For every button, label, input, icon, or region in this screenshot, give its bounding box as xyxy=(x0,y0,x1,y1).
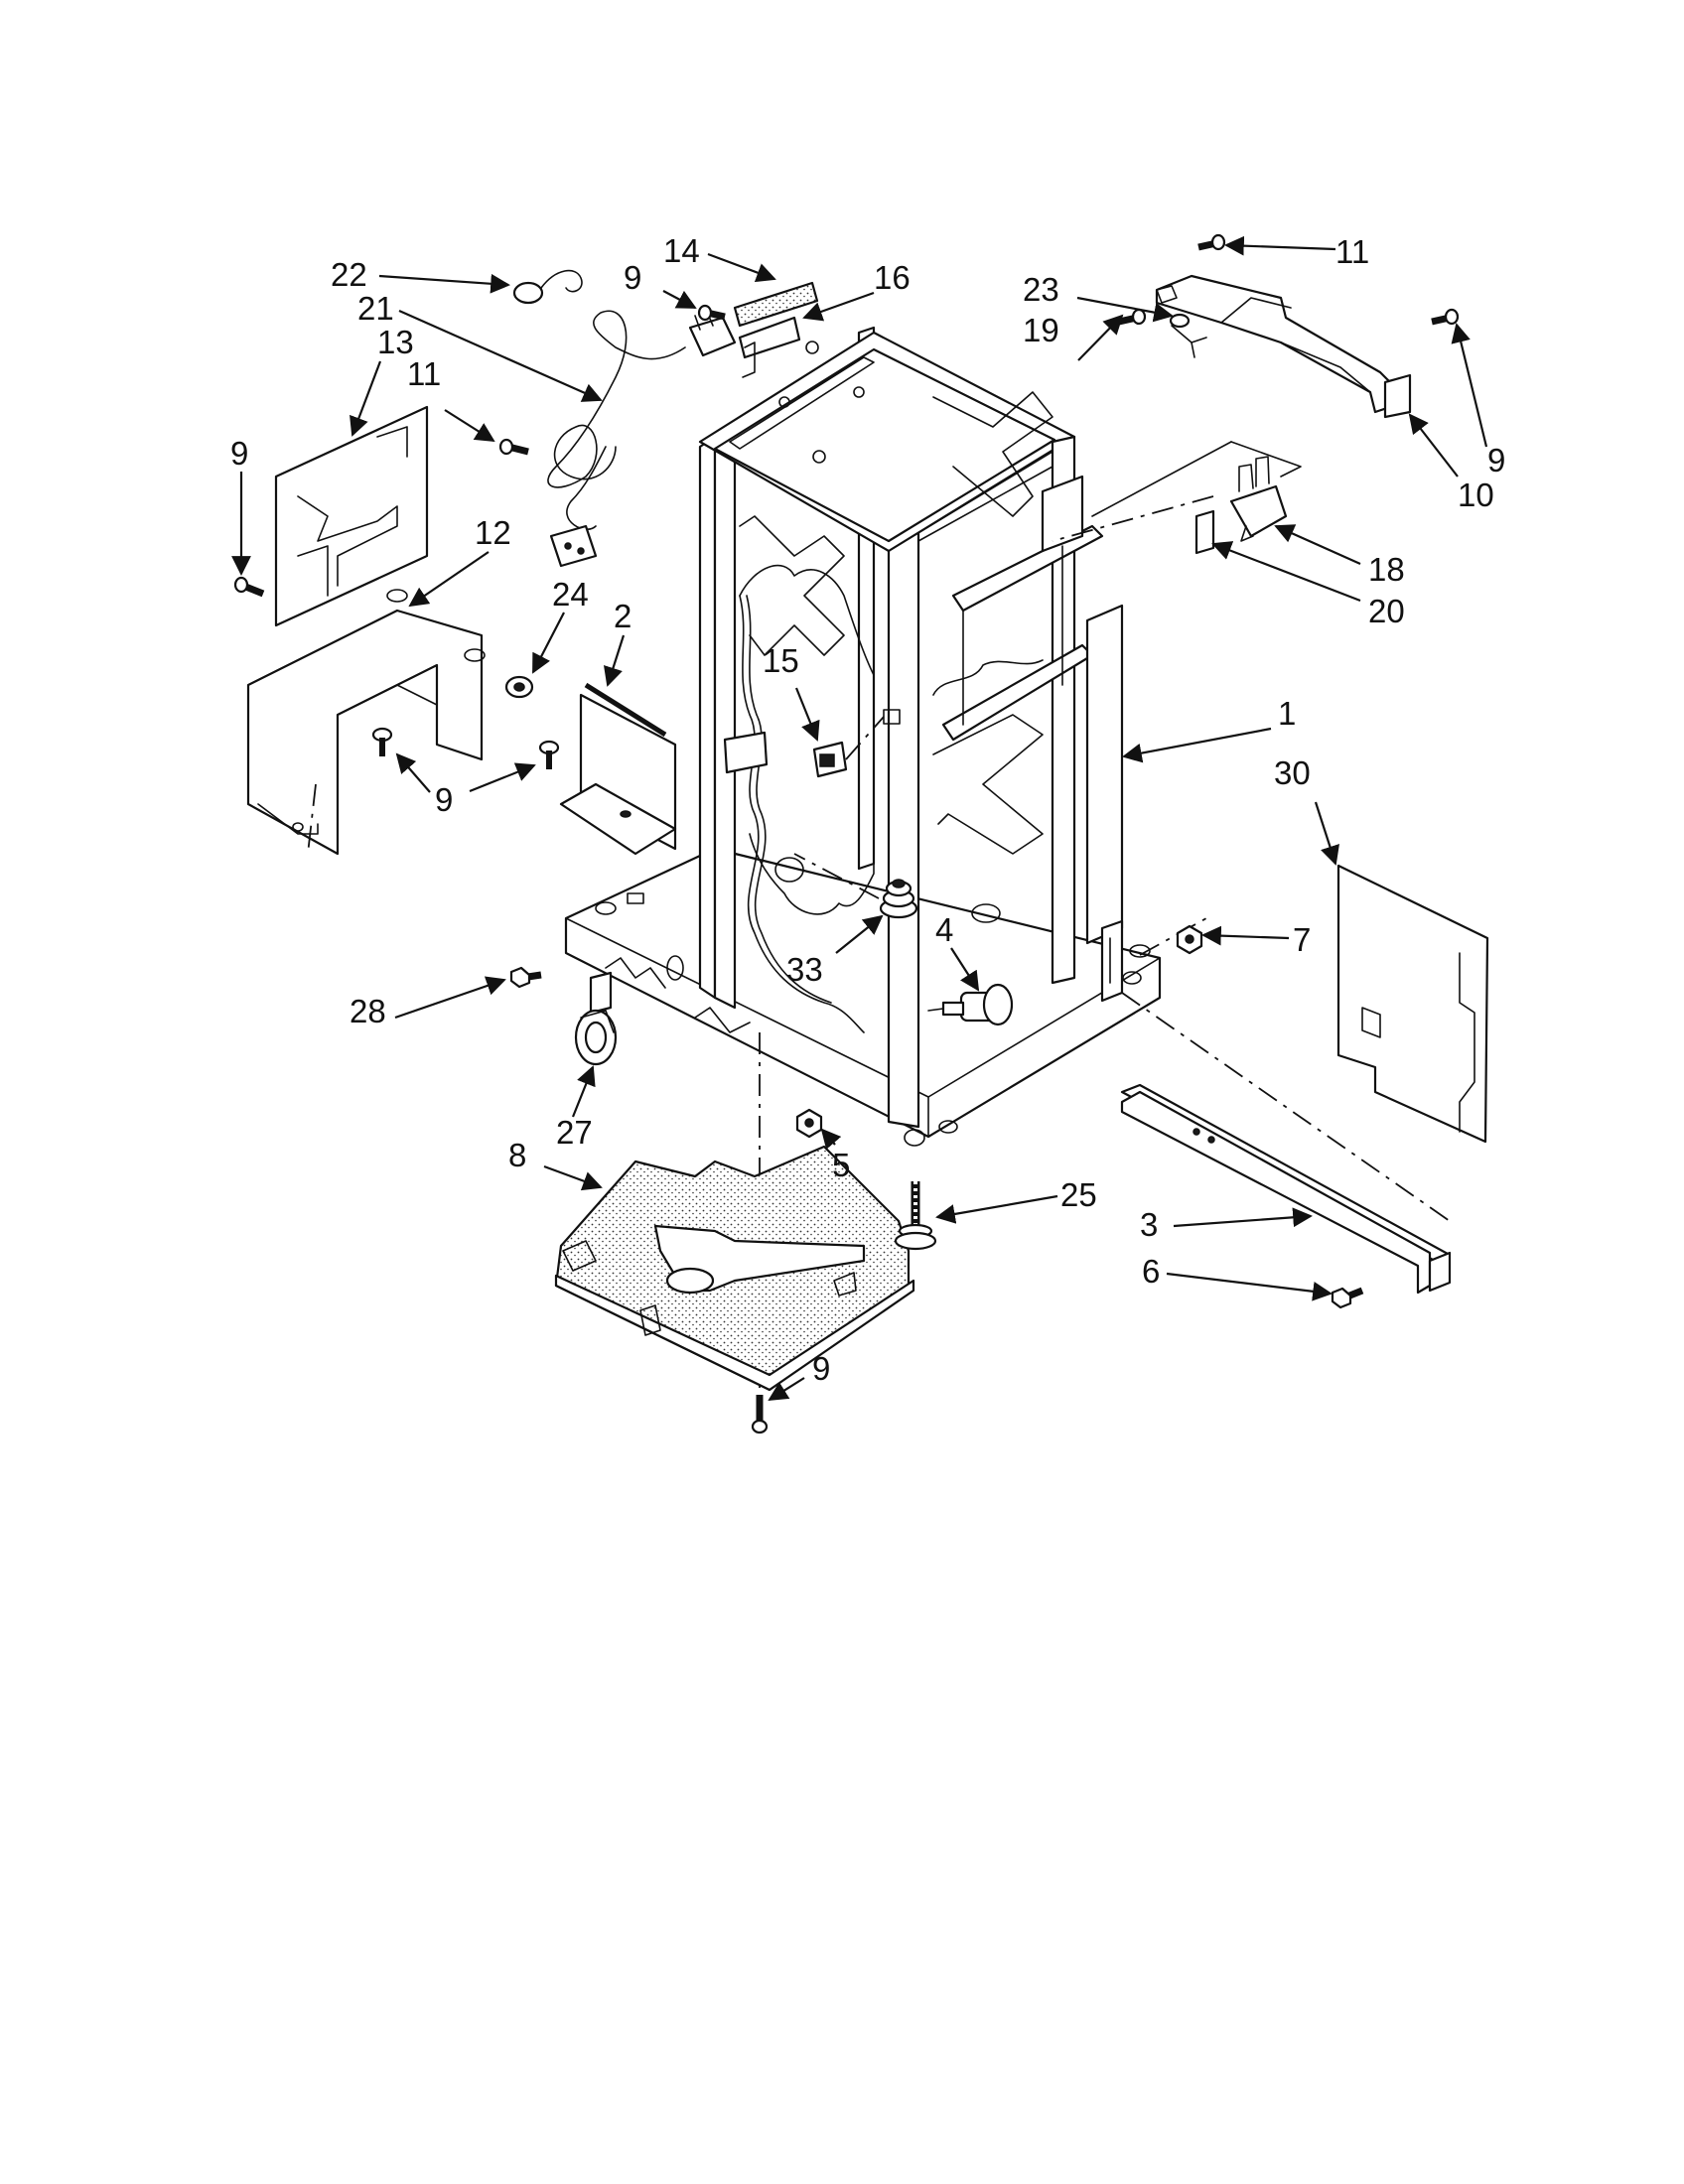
callout-30: 30 xyxy=(1274,754,1311,791)
part-21-power-cord xyxy=(547,310,737,568)
part-22-strain-relief xyxy=(512,269,583,305)
callout-28: 28 xyxy=(350,993,386,1029)
callout-15: 15 xyxy=(763,642,799,679)
part-8-base-pan xyxy=(554,1145,915,1392)
callout-8: 8 xyxy=(508,1137,526,1173)
part-4-switch xyxy=(927,983,1014,1026)
wire-harness xyxy=(739,595,865,1033)
callout-6: 6 xyxy=(1142,1253,1160,1290)
callout-13: 13 xyxy=(377,324,414,360)
part-16-bracket xyxy=(738,316,801,378)
part-15-connector xyxy=(812,716,885,778)
part-13-panel xyxy=(274,405,429,627)
part-23-clip xyxy=(1169,313,1207,358)
callout-4: 4 xyxy=(935,911,953,948)
callout-22: 22 xyxy=(331,256,367,293)
callout-12: 12 xyxy=(475,514,511,551)
part-18-switch xyxy=(1229,456,1288,542)
callout-9: 9 xyxy=(812,1350,830,1387)
callout-11: 11 xyxy=(1335,233,1369,270)
part-33-bumper xyxy=(793,853,918,919)
cabinet-frame xyxy=(564,326,1162,1147)
fasteners xyxy=(233,233,1460,1434)
part-25-leveling-leg xyxy=(894,1181,937,1251)
callout-1: 1 xyxy=(1278,695,1296,732)
callout-33: 33 xyxy=(786,951,823,988)
callout-20: 20 xyxy=(1368,593,1405,629)
part-30-side-panel xyxy=(1336,864,1489,1144)
callout-2: 2 xyxy=(614,598,632,634)
callout-25: 25 xyxy=(1060,1176,1097,1213)
callout-10: 10 xyxy=(1458,477,1494,513)
part-14-bar xyxy=(733,281,819,328)
leader-lines xyxy=(231,235,1488,1402)
callout-3: 3 xyxy=(1140,1206,1158,1243)
callout-9: 9 xyxy=(230,435,248,472)
callout-16: 16 xyxy=(874,259,911,296)
part-27-caster xyxy=(574,971,618,1066)
callout-18: 18 xyxy=(1368,551,1405,588)
callout-9: 9 xyxy=(624,259,641,296)
callout-21: 21 xyxy=(357,290,394,327)
part-3-rail xyxy=(1120,1083,1452,1295)
part-20-plate xyxy=(1194,509,1215,555)
callout-19: 19 xyxy=(1023,312,1059,348)
callout-24: 24 xyxy=(552,576,589,613)
callout-5: 5 xyxy=(832,1147,850,1183)
part-2-bracket xyxy=(559,682,677,856)
callout-27: 27 xyxy=(556,1114,593,1151)
callout-7: 7 xyxy=(1293,921,1311,958)
part-10-bracket xyxy=(1155,274,1412,419)
callout-14: 14 xyxy=(663,232,700,269)
callout-9: 9 xyxy=(1487,442,1505,478)
callout-labels: 22 21 13 11 9 12 24 2 9 14 9 16 15 23 19… xyxy=(230,232,1505,1387)
callout-11: 11 xyxy=(407,355,441,392)
callout-23: 23 xyxy=(1023,271,1059,308)
part-12-rear-cover xyxy=(246,589,486,856)
callout-9: 9 xyxy=(435,781,453,818)
